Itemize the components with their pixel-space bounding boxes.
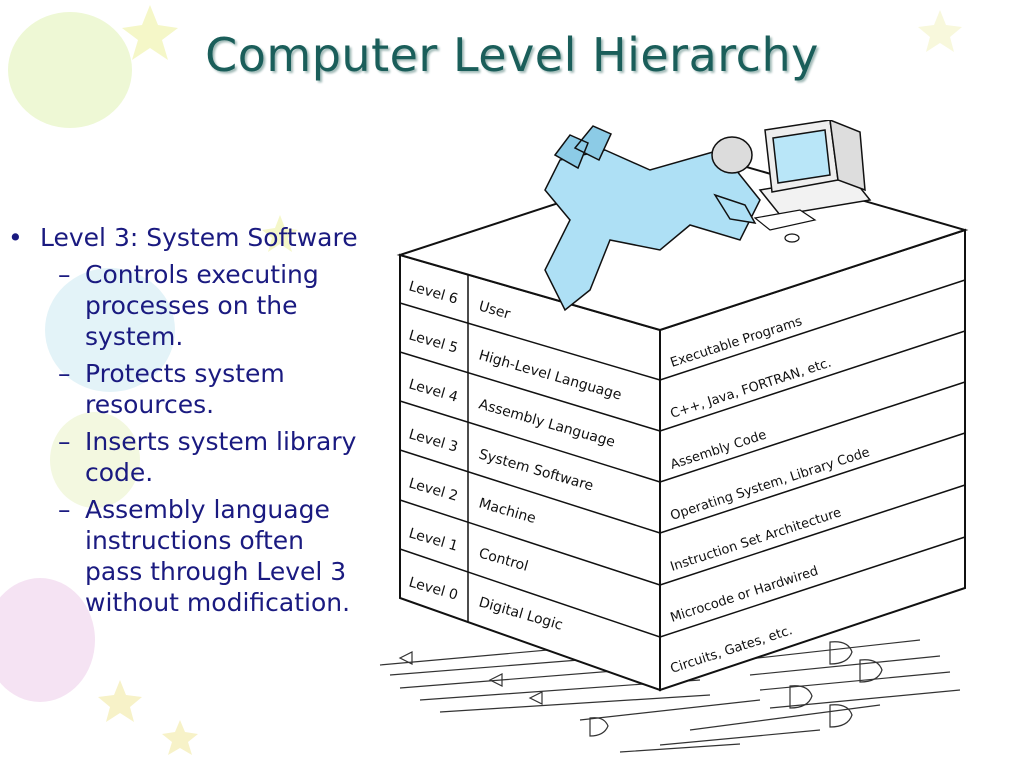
bullet-text: Level 3: System Software: [40, 223, 358, 252]
level-hierarchy-diagram: Level 6 Level 5 Level 4 Level 3 Level 2 …: [379, 120, 969, 753]
dash-icon: –: [58, 260, 71, 289]
subbullet-item: – Controls executing processes on the sy…: [8, 259, 368, 352]
subbullet-text: Assembly language instructions often pas…: [85, 495, 351, 617]
dash-icon: –: [58, 359, 71, 388]
bullet-item: • Level 3: System Software: [8, 222, 368, 253]
mouse-icon: [784, 233, 800, 243]
subbullet-text: Controls executing processes on the syst…: [85, 260, 319, 351]
bullet-list: • Level 3: System Software – Controls ex…: [8, 222, 368, 624]
dash-icon: –: [58, 495, 71, 524]
subbullet-text: Protects system resources.: [85, 359, 285, 419]
subbullet-item: – Assembly language instructions often p…: [8, 494, 368, 618]
bullet-dot-icon: •: [8, 223, 23, 252]
person-illustration: [544, 125, 761, 312]
slide-title: Computer Level Hierarchy: [205, 28, 819, 82]
dash-icon: –: [58, 427, 71, 456]
subbullet-text: Inserts system library code.: [85, 427, 357, 487]
subbullet-item: – Inserts system library code.: [8, 426, 368, 488]
logic-circuit-illustration: [379, 639, 961, 753]
row-separators: [399, 279, 966, 638]
keyboard-icon: [753, 209, 817, 231]
computer-monitor-icon: [758, 120, 872, 216]
subbullet-item: – Protects system resources.: [8, 358, 368, 420]
